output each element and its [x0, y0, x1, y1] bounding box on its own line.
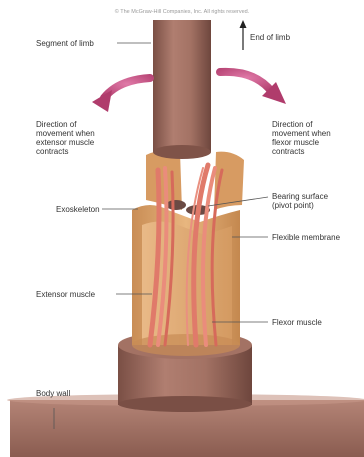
label-bearing-surface-1: Bearing surface: [272, 192, 329, 201]
label-body-wall: Body wall: [36, 389, 70, 398]
label-flexor-direction-4: contracts: [272, 147, 304, 156]
label-end-of-limb: End of limb: [250, 33, 291, 42]
label-extensor-direction-3: extensor muscle: [36, 138, 95, 147]
label-extensor-direction-1: Direction of: [36, 120, 77, 129]
extensor-direction-arrow: [92, 78, 150, 112]
flexor-direction-arrow: [220, 72, 286, 104]
label-flexor-direction-2: movement when: [272, 129, 331, 138]
label-segment-of-limb: Segment of limb: [36, 39, 94, 48]
label-bearing-surface-2: (pivot point): [272, 201, 314, 210]
limb-segment: [153, 20, 211, 159]
label-extensor-direction-2: movement when: [36, 129, 95, 138]
label-extensor-direction-4: contracts: [36, 147, 68, 156]
end-of-limb-arrow: [240, 20, 247, 50]
label-flexible-membrane: Flexible membrane: [272, 233, 341, 242]
label-flexor-muscle: Flexor muscle: [272, 318, 322, 327]
label-flexor-direction-1: Direction of: [272, 120, 313, 129]
label-extensor-muscle: Extensor muscle: [36, 290, 96, 299]
label-flexor-direction-3: flexor muscle: [272, 138, 320, 147]
label-exoskeleton: Exoskeleton: [56, 205, 100, 214]
copyright-credit: © The McGraw-Hill Companies, Inc. All ri…: [115, 8, 250, 15]
